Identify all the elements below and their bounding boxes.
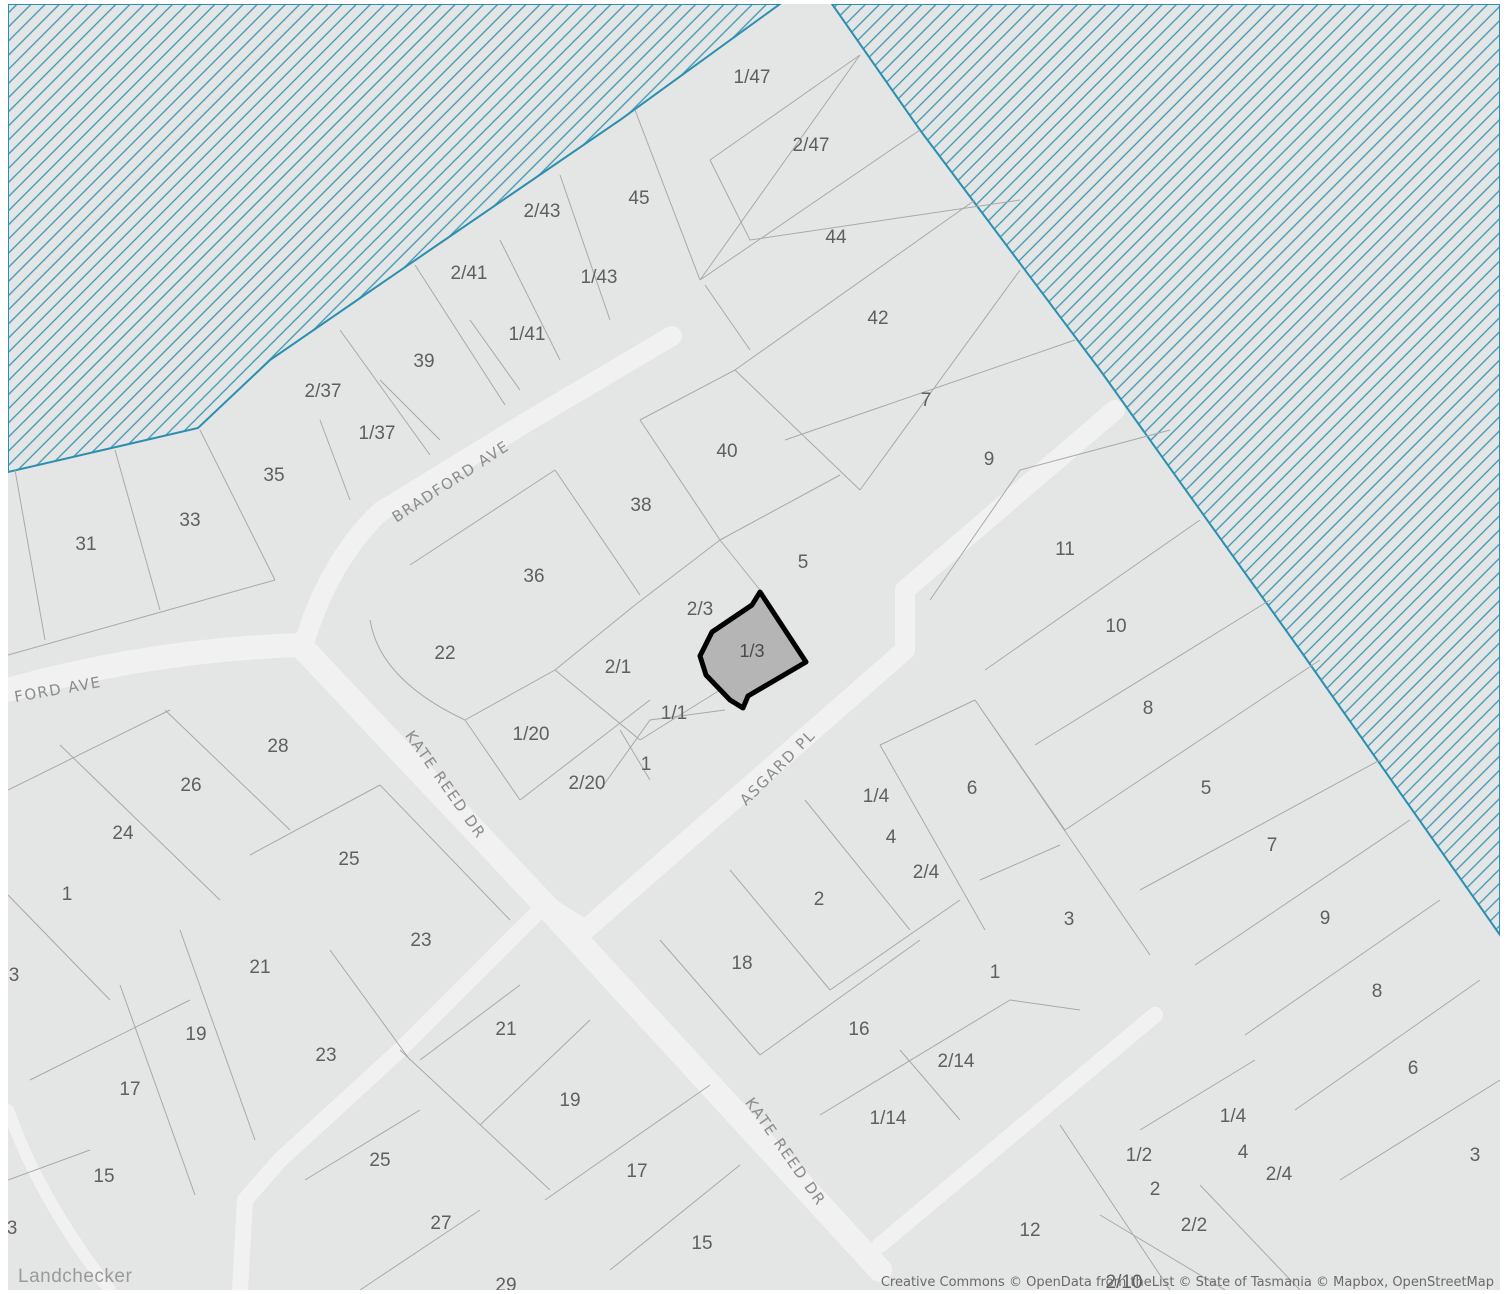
lot-label: 19: [559, 1090, 580, 1111]
lot-label: 1/4: [863, 786, 890, 807]
selected-parcel[interactable]: [697, 589, 809, 711]
lot-label: 19: [185, 1024, 206, 1045]
map-canvas[interactable]: 1/3 BRADFORD AVE FORD AVE KATE REED DR A…: [8, 4, 1500, 1290]
lot-label: 6: [967, 778, 978, 799]
lot-label: 5: [798, 552, 809, 573]
selected-parcel-label: 1/3: [739, 641, 764, 661]
lot-label: 21: [495, 1019, 516, 1040]
lot-label: 22: [434, 643, 455, 664]
lot-label: 3: [1470, 1145, 1481, 1166]
lot-label: 2/41: [451, 263, 488, 284]
lot-label: 33: [179, 510, 200, 531]
lot-label: 1/20: [513, 724, 550, 745]
zone-overlay-northwest[interactable]: [8, 4, 782, 474]
lot-label: 1/4: [1220, 1106, 1247, 1127]
lot-label: 2/43: [524, 201, 561, 222]
road-bradford-ave: [295, 326, 682, 650]
lot-label: 11: [1055, 539, 1075, 560]
lot-label: 16: [848, 1019, 869, 1040]
lot-label: 44: [825, 227, 847, 248]
road-asgard-pl: [535, 400, 1125, 940]
lot-label: 40: [716, 441, 737, 462]
lot-label: 2/10: [1106, 1272, 1143, 1290]
lot-label: 1/1: [661, 703, 687, 724]
lot-label: 38: [630, 495, 651, 516]
lot-label: 1: [62, 884, 73, 905]
road-southeast: [872, 1007, 1163, 1253]
lot-label: 1: [641, 754, 652, 775]
lot-label: 31: [75, 534, 96, 555]
lot-label: 15: [691, 1233, 712, 1254]
road-bradford-ave-west: [8, 633, 312, 702]
lot-label: 1/41: [509, 324, 546, 345]
lot-label: 2/1: [605, 657, 631, 678]
lot-label: 6: [1408, 1058, 1419, 1079]
lot-label: 25: [338, 849, 359, 870]
lot-label: 5: [1201, 778, 1212, 799]
lot-label: 7: [921, 390, 932, 411]
road-network: [8, 326, 1163, 1290]
lot-label: 3: [1064, 909, 1075, 930]
lot-label: 26: [180, 775, 201, 796]
lot-label: 4: [886, 827, 897, 848]
lot-label: 36: [523, 566, 544, 587]
lot-label: 2/4: [1266, 1164, 1293, 1185]
lot-label: 1/14: [870, 1108, 907, 1129]
lot-label: 1/37: [359, 423, 396, 444]
lot-label: 8: [1372, 981, 1383, 1002]
lot-label: 39: [413, 351, 434, 372]
lot-label: 1/47: [734, 67, 771, 88]
lot-label: 10: [1105, 616, 1126, 637]
lot-label: 21: [249, 957, 270, 978]
lot-label: 45: [628, 188, 649, 209]
lot-label: 9: [984, 449, 995, 470]
landchecker-logo: Landchecker: [18, 1266, 133, 1287]
lot-label: 15: [93, 1166, 114, 1187]
lot-label: 27: [430, 1213, 451, 1234]
lot-label: 1/43: [581, 267, 618, 288]
lot-label: 17: [626, 1161, 647, 1182]
lot-label: 9: [1320, 908, 1331, 929]
lot-label: 8: [1143, 698, 1154, 719]
lot-labels: 1/47 2/47 45 2/43 44 1/43 2/41 42 1/41 3…: [8, 67, 1480, 1290]
parcel-boundaries: [8, 54, 1500, 1290]
lot-label: 35: [263, 465, 284, 486]
lot-label: 2/4: [913, 862, 940, 883]
lot-label: 42: [867, 308, 888, 329]
lot-label: 12: [1019, 1220, 1040, 1241]
lot-label: 24: [112, 823, 134, 844]
lot-label: 17: [119, 1079, 140, 1100]
lot-label: 2: [814, 889, 825, 910]
lot-label: 25: [369, 1150, 390, 1171]
lot-label: 3: [8, 1218, 17, 1239]
lot-label: 2/14: [938, 1051, 975, 1072]
lot-label: 1/2: [1126, 1145, 1152, 1166]
lot-label: 23: [315, 1045, 336, 1066]
lot-label: 2: [1150, 1179, 1161, 1200]
lot-label: 1: [990, 962, 1001, 983]
road-southwest: [232, 897, 553, 1290]
lot-label: 28: [267, 736, 288, 757]
map-attribution[interactable]: Creative Commons © OpenData from theList…: [880, 1275, 1494, 1290]
lot-label: 2/2: [1181, 1215, 1207, 1236]
lot-label: 29: [495, 1275, 516, 1290]
lot-label: 3: [9, 965, 20, 986]
lot-label: 18: [731, 953, 752, 974]
lot-label: 7: [1267, 835, 1278, 856]
lot-label: 2/37: [305, 381, 342, 402]
lot-label: 23: [410, 930, 431, 951]
lot-label: 2/47: [793, 135, 830, 156]
road-far-west: [8, 1104, 116, 1290]
lot-label: 4: [1238, 1142, 1249, 1163]
lot-label: 2/3: [687, 599, 713, 620]
lot-label: 2/20: [569, 773, 606, 794]
